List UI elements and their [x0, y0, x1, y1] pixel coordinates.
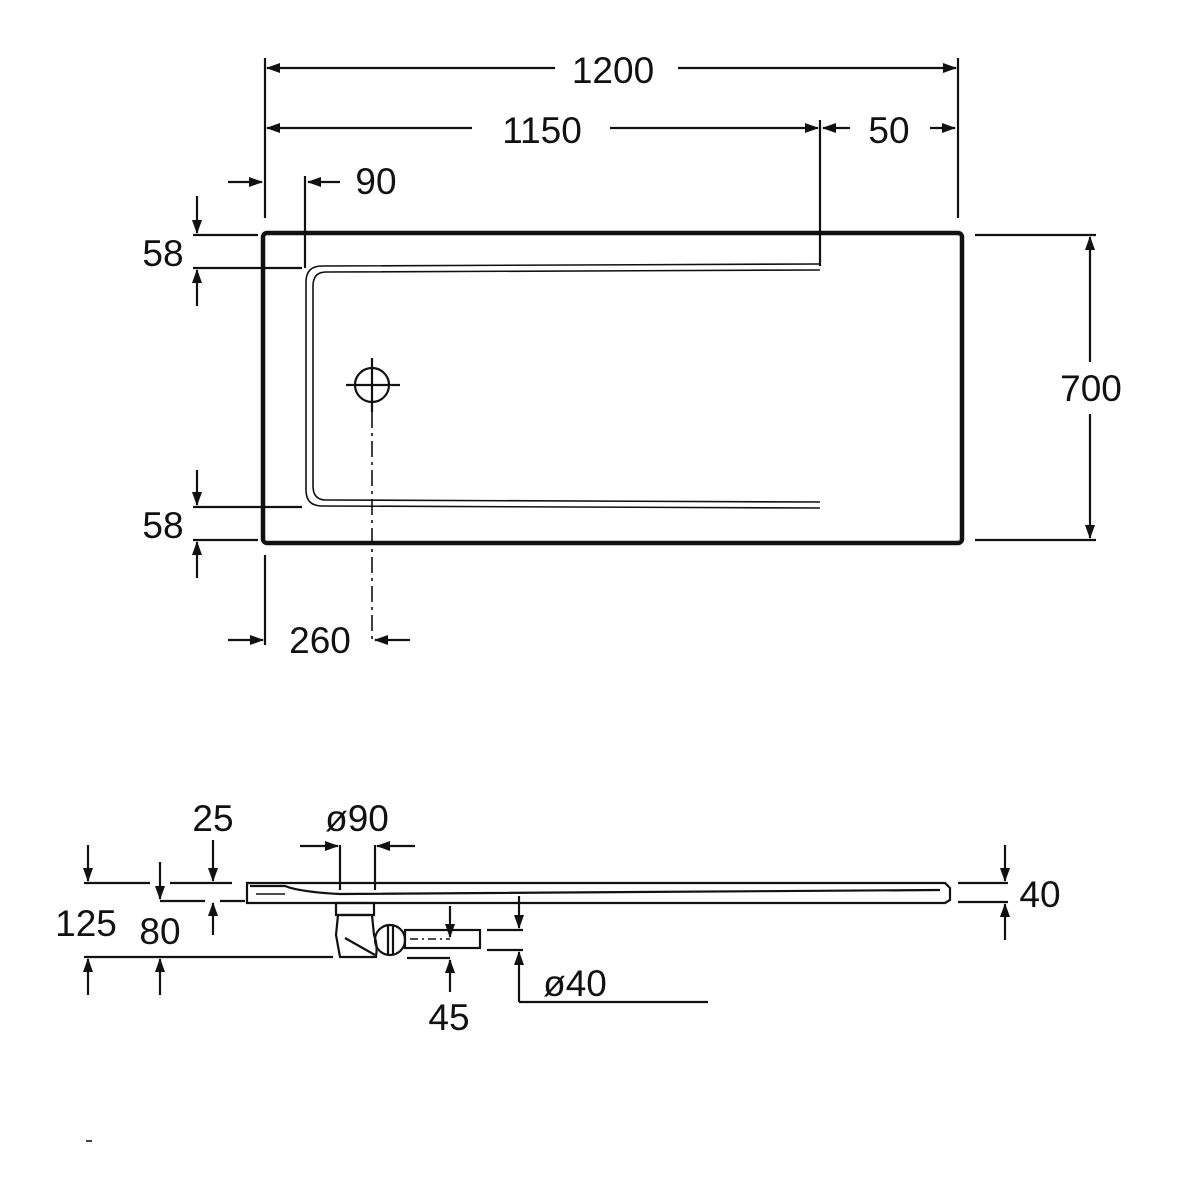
dimension-top-margin: 58: [142, 196, 302, 306]
dim-label-700: 700: [1060, 368, 1122, 409]
dim-label-50: 50: [868, 110, 909, 151]
dimension-bottom-margin: 58: [142, 470, 302, 578]
dim-label-80: 80: [139, 911, 180, 952]
dim-label-260: 260: [289, 620, 351, 661]
drain-body: [334, 901, 482, 959]
dim-label-58-top: 58: [142, 233, 183, 274]
dimension-drain-diameter: ø90: [300, 798, 415, 890]
dim-label-40: 40: [1019, 874, 1060, 915]
dimension-lip-height: 25: [170, 798, 245, 935]
dimension-tray-thickness: 40: [958, 845, 1061, 940]
dim-label-125: 125: [55, 903, 117, 944]
dimension-inner-length: 1150: [266, 110, 822, 266]
dimension-overall-length: 1200: [263, 50, 960, 218]
dimension-drain-offset: 260: [228, 555, 410, 661]
side-view: 125 80 25 ø90 45: [55, 798, 1060, 1038]
dim-label-1200: 1200: [572, 50, 654, 91]
tray-inner-edge-inner: [312, 269, 821, 503]
dim-label-90: 90: [355, 161, 396, 202]
dim-label-25: 25: [192, 798, 233, 839]
top-view: 1200 1150 50 90 58: [142, 50, 1121, 661]
dimension-side-margin: 90: [228, 161, 397, 268]
tray-inner-edge-outer: [305, 263, 821, 509]
drain-symbol: [346, 358, 400, 640]
dimension-trap-height: 80: [139, 862, 205, 995]
dimension-outlet-diameter: ø40: [487, 896, 708, 1004]
dim-label-d90: ø90: [325, 798, 389, 839]
dimension-end-margin: 50: [822, 110, 956, 151]
dimension-outlet-height: 45: [407, 906, 470, 1038]
dim-label-58-bottom: 58: [142, 505, 183, 546]
dim-label-1150: 1150: [502, 110, 582, 151]
dimension-total-height: 125: [55, 845, 333, 995]
dim-label-d40: ø40: [543, 963, 607, 1004]
dimension-width: 700: [975, 233, 1122, 542]
dim-label-45: 45: [428, 997, 469, 1038]
tray-profile: [245, 881, 952, 905]
tray-outline: [260, 230, 965, 546]
